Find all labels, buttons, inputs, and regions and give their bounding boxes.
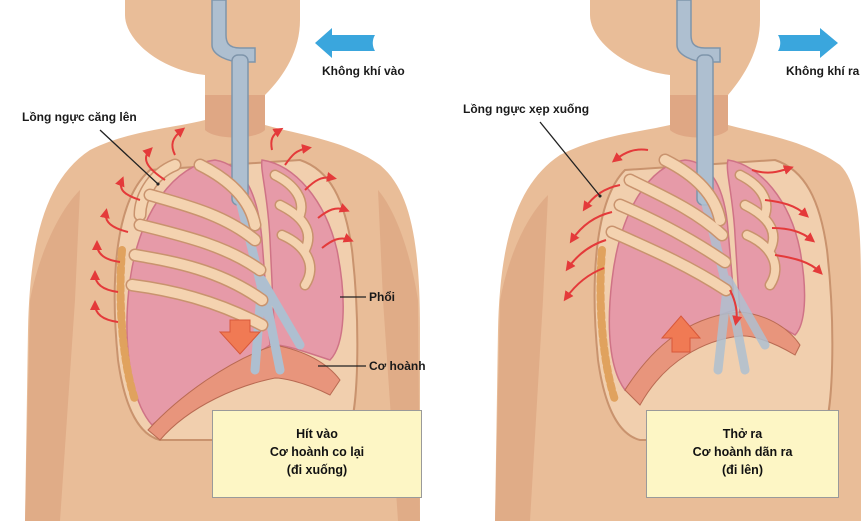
right-deflation-arrows <box>563 148 823 326</box>
expand-arrow <box>270 127 284 151</box>
left-caption-box: Hít vào Cơ hoành co lại (đi xuống) <box>212 410 422 498</box>
right-trachea <box>676 0 721 63</box>
right-chest-leader <box>539 121 602 198</box>
expand-arrow <box>90 300 119 323</box>
right-diaphragm-arrow-up-icon <box>660 315 702 353</box>
right-caption-line3: (đi lên) <box>722 463 763 477</box>
deflate-arrow <box>611 148 649 163</box>
left-diaphragm-label: Cơ hoành <box>369 359 426 373</box>
left-chest-label: Lồng ngực căng lên <box>22 110 137 124</box>
left-diaphragm-arrow-down-icon <box>218 319 262 355</box>
right-arm-left <box>495 195 548 521</box>
right-air-arrow-right-icon <box>778 28 838 58</box>
left-caption-line3: (đi xuống) <box>286 463 348 477</box>
right-ribs <box>596 153 781 404</box>
left-chest-leader <box>99 129 160 186</box>
right-caption-box: Thở ra Cơ hoành dãn ra (đi lên) <box>646 410 839 498</box>
deflate-arrow <box>565 239 607 272</box>
deflate-arrow <box>582 184 621 212</box>
left-diaphragm <box>147 344 341 441</box>
expand-arrow <box>142 147 166 181</box>
expand-arrow <box>321 233 354 249</box>
deflate-arrow <box>729 289 743 326</box>
right-caption-title: Thở ra <box>722 427 763 441</box>
left-expansion-arrows <box>90 127 354 323</box>
expand-arrow <box>99 208 129 233</box>
left-ribs <box>116 158 316 404</box>
right-air-label: Không khí ra <box>786 64 860 78</box>
expand-arrow <box>284 144 312 166</box>
deflate-arrow <box>771 227 816 243</box>
left-arm-left <box>25 190 80 521</box>
right-chest-label: Lồng ngực xẹp xuống <box>463 102 590 116</box>
expand-arrow <box>171 127 186 156</box>
deflate-arrow <box>764 199 809 218</box>
expand-arrow <box>92 240 121 263</box>
expand-arrow <box>317 203 350 219</box>
expand-arrow <box>115 176 141 201</box>
right-figure <box>495 0 861 521</box>
left-air-arrow-left-icon <box>315 28 375 58</box>
deflate-arrow <box>774 254 823 275</box>
right-caption-line2: Cơ hoành dãn ra <box>692 445 793 459</box>
left-caption-line2: Cơ hoành co lại <box>269 445 365 459</box>
deflate-arrow <box>751 165 794 175</box>
deflate-arrow <box>569 211 613 244</box>
expand-arrow <box>90 270 119 293</box>
expand-arrow <box>304 172 337 191</box>
left-caption-title: Hít vào <box>296 427 338 441</box>
left-air-label: Không khí vào <box>322 64 405 78</box>
left-trachea <box>211 0 256 63</box>
left-lung-label: Phổi <box>369 290 395 304</box>
deflate-arrow <box>563 267 605 302</box>
